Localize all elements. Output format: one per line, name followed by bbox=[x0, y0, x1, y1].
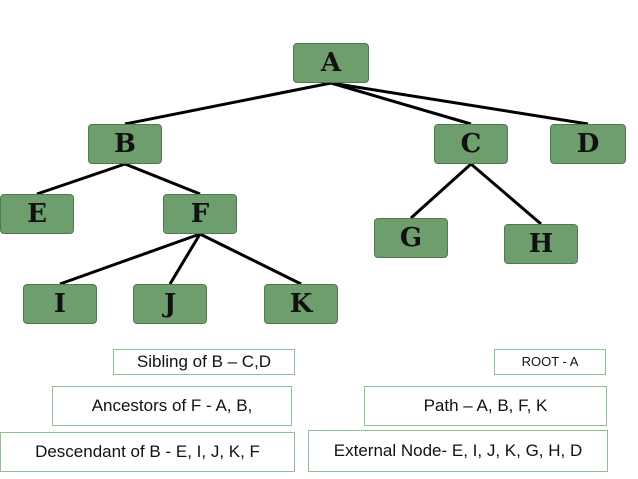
edge-a-d bbox=[330, 81, 589, 126]
edge-f-i bbox=[59, 232, 201, 286]
edge-a-c bbox=[330, 81, 472, 126]
node-a: A bbox=[293, 43, 369, 83]
node-k: K bbox=[264, 284, 338, 324]
node-i: I bbox=[23, 284, 97, 324]
node-c: C bbox=[434, 124, 508, 164]
node-g: G bbox=[374, 218, 448, 258]
edge-c-g bbox=[409, 162, 473, 220]
descendant-note: Descendant of B - E, I, J, K, F bbox=[0, 432, 295, 472]
sibling-note: Sibling of B – C,D bbox=[113, 349, 295, 375]
edge-b-f bbox=[124, 162, 201, 196]
edge-f-j bbox=[168, 233, 202, 285]
root-note: ROOT - A bbox=[494, 349, 606, 375]
node-b: B bbox=[88, 124, 162, 164]
node-e: E bbox=[0, 194, 74, 234]
edge-b-e bbox=[36, 162, 126, 196]
node-h: H bbox=[504, 224, 578, 264]
node-f: F bbox=[163, 194, 237, 234]
node-j: J bbox=[133, 284, 207, 324]
edge-a-b bbox=[124, 81, 332, 126]
edge-c-h bbox=[470, 162, 542, 226]
ancestors-note: Ancestors of F - A, B, bbox=[52, 386, 292, 426]
node-d: D bbox=[550, 124, 626, 164]
external-node-note: External Node- E, I, J, K, G, H, D bbox=[308, 430, 608, 472]
path-note: Path – A, B, F, K bbox=[364, 386, 607, 426]
edge-f-k bbox=[199, 232, 302, 286]
